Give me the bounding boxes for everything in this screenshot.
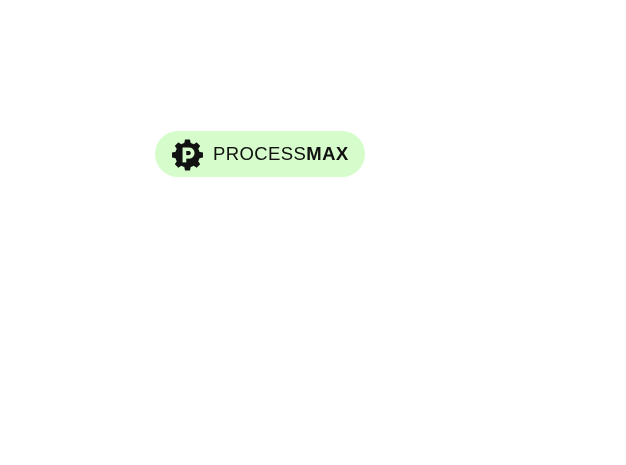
gear-p-logo-icon [172,139,203,170]
brand-name-light: PROCESS [213,142,307,164]
brand-logo-pill[interactable]: PROCESSMAX [155,131,365,177]
brand-name-bold: MAX [306,142,349,164]
brand-wordmark: PROCESSMAX [213,142,349,164]
